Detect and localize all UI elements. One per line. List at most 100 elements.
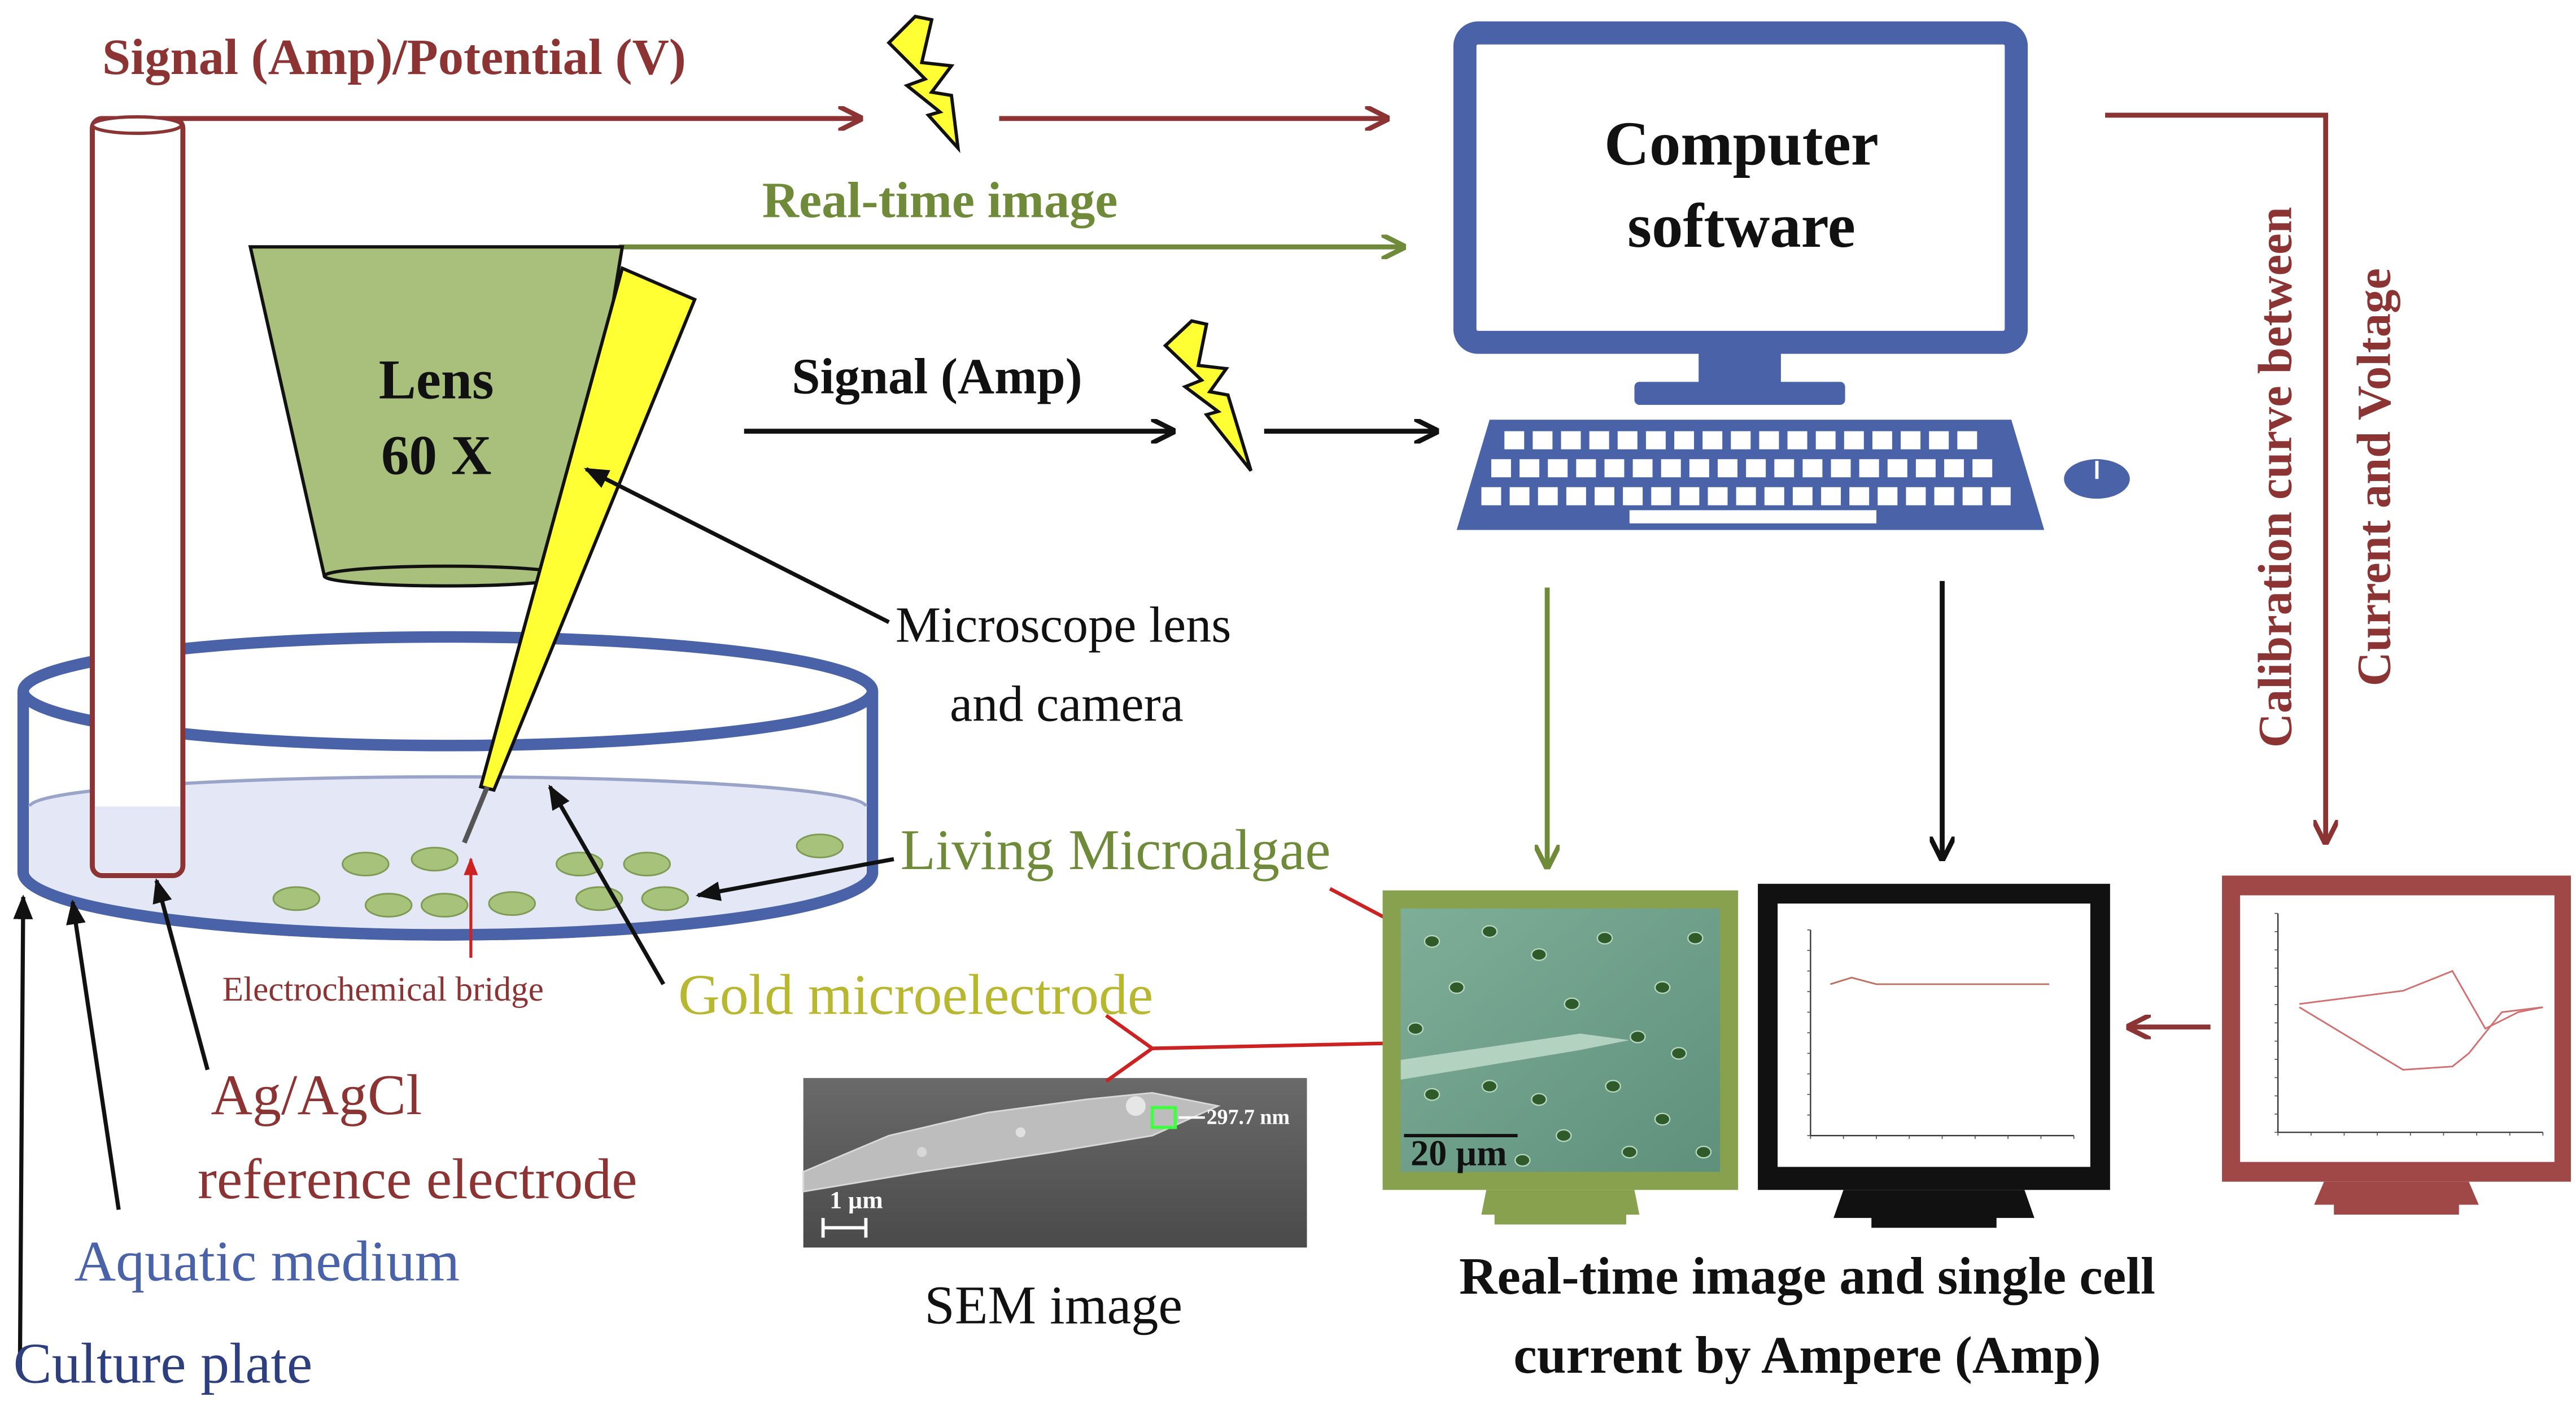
keyboard-key xyxy=(1661,459,1681,478)
micro-scale-label: 20 µm xyxy=(1411,1133,1507,1173)
electrochemical-bridge-label: Electrochemical bridge xyxy=(222,970,544,1009)
keyboard-key xyxy=(1589,431,1609,449)
agagcl-label-line1: Ag/AgCl xyxy=(211,1063,422,1127)
keyboard-key xyxy=(1990,487,2011,505)
computer-monitor-icon xyxy=(1453,21,2028,405)
microscope-cell xyxy=(1481,1080,1498,1093)
keyboard-key xyxy=(1844,431,1864,449)
calibration-arrow xyxy=(2105,112,2326,842)
microscope-cell xyxy=(1407,1022,1424,1036)
keyboard-key xyxy=(1566,487,1586,505)
keyboard-key xyxy=(1915,459,1936,478)
sem-scale-label: 1 µm xyxy=(829,1186,883,1213)
keyboard-key xyxy=(1872,431,1892,449)
microscope-cell xyxy=(1481,925,1498,938)
microscope-cell xyxy=(1448,981,1465,994)
microscope-pointer xyxy=(584,467,890,624)
real-time-image-label: Real-time image xyxy=(762,172,1118,229)
microscope-cell xyxy=(1621,1145,1638,1159)
keyboard-key xyxy=(1815,431,1836,449)
signal-amp-potential-label: Signal (Amp)/Potential (V) xyxy=(102,28,686,85)
microscope-cell xyxy=(1531,948,1547,961)
keyboard-key xyxy=(1576,459,1596,478)
sem-measure-label: 297.7 nm xyxy=(1207,1106,1290,1129)
keyboard-key xyxy=(1674,431,1695,449)
agagcl-label-line2: reference electrode xyxy=(198,1147,638,1211)
microalgae-pointer xyxy=(695,857,894,901)
keyboard-key xyxy=(1787,431,1807,449)
keyboard-key xyxy=(1821,487,1841,505)
keyboard-key xyxy=(1792,487,1813,505)
keyboard-key xyxy=(1736,487,1756,505)
keyboard-key xyxy=(1759,431,1779,449)
keyboard-key xyxy=(1651,487,1671,505)
microscope-cell xyxy=(1670,1046,1687,1060)
keyboard-key xyxy=(1491,459,1511,478)
keyboard-key xyxy=(1689,459,1709,478)
keyboard-key xyxy=(1594,487,1614,505)
microscope-cell xyxy=(1531,1093,1547,1106)
microscope-cell xyxy=(1654,1112,1671,1126)
keyboard-key xyxy=(1849,487,1870,505)
keyboard-key xyxy=(1532,431,1553,449)
keyboard-key xyxy=(1774,459,1795,478)
gold-electrode-pointer xyxy=(548,784,666,985)
keyboard-key xyxy=(1957,431,1977,449)
calibration-label-line1: Calibration curve between xyxy=(2249,207,2302,748)
keyboard-key xyxy=(1878,487,1898,505)
keyboard-key xyxy=(1548,459,1568,478)
lens-label-line2: 60 X xyxy=(381,425,491,486)
calibration-label-line2: Current and Voltage xyxy=(2348,268,2400,686)
keyboard-key xyxy=(1764,487,1784,505)
gold-microelectrode-label: Gold microelectrode xyxy=(678,963,1153,1027)
keyboard-key xyxy=(1934,487,1954,505)
culture-plate-pointer xyxy=(13,894,33,1369)
microscope-cell xyxy=(1687,931,1704,945)
keyboard-key xyxy=(1831,459,1851,478)
keyboard-key xyxy=(1538,487,1558,505)
computer-label-line1: Computer xyxy=(1604,108,1879,178)
microscope-cell xyxy=(1695,1145,1712,1159)
reference-electrode-tube xyxy=(90,116,186,878)
microscope-cell xyxy=(1424,935,1440,948)
keyboard-key xyxy=(1623,487,1643,505)
current-plot-axes xyxy=(1807,929,2075,1139)
keyboard-key xyxy=(1509,487,1530,505)
gold-microelectrode xyxy=(462,266,697,844)
keyboard-key xyxy=(1929,431,1949,449)
lightning-bolt-icon xyxy=(1163,319,1253,472)
lens-tip xyxy=(322,564,570,588)
aquatic-pointer xyxy=(66,899,121,1210)
keyboard-key xyxy=(1906,487,1926,505)
keyboard-key xyxy=(1887,459,1907,478)
keyboard-icon xyxy=(1456,420,2045,530)
keyboard-key xyxy=(1604,459,1625,478)
aquatic-medium-label: Aquatic medium xyxy=(74,1230,460,1294)
living-microalgae-label: Living Microalgae xyxy=(901,818,1331,882)
keyboard-key xyxy=(1617,431,1638,449)
keyboard-key xyxy=(1702,431,1723,449)
keyboard-key xyxy=(1731,431,1751,449)
microscope-label-line1: Microscope lens xyxy=(896,596,1232,653)
mouse-icon xyxy=(2064,459,2130,499)
keyboard-key xyxy=(1632,459,1653,478)
sem-image-label: SEM image xyxy=(924,1274,1182,1335)
microalgae-cells xyxy=(272,833,844,918)
microscope-cell xyxy=(1630,1030,1646,1044)
microscope-cell xyxy=(1514,1154,1531,1167)
keyboard-spacebar xyxy=(1629,510,1876,523)
lightning-bolt-icon xyxy=(887,14,960,154)
bottom-caption-line1: Real-time image and single cell xyxy=(1459,1247,2155,1306)
keyboard-key xyxy=(1859,459,1879,478)
cv-curve-axes xyxy=(2274,913,2544,1136)
microscope-label-line2: and camera xyxy=(950,675,1184,732)
lens-label-line1: Lens xyxy=(379,349,494,411)
current-plot-monitor xyxy=(1758,884,2110,1228)
cv-curve-monitor xyxy=(2222,875,2571,1215)
microscope-cell xyxy=(1596,931,1613,945)
signal-amp-label: Signal (Amp) xyxy=(792,348,1082,405)
keyboard-key xyxy=(1645,431,1666,449)
microscope-cell xyxy=(1605,1080,1621,1093)
